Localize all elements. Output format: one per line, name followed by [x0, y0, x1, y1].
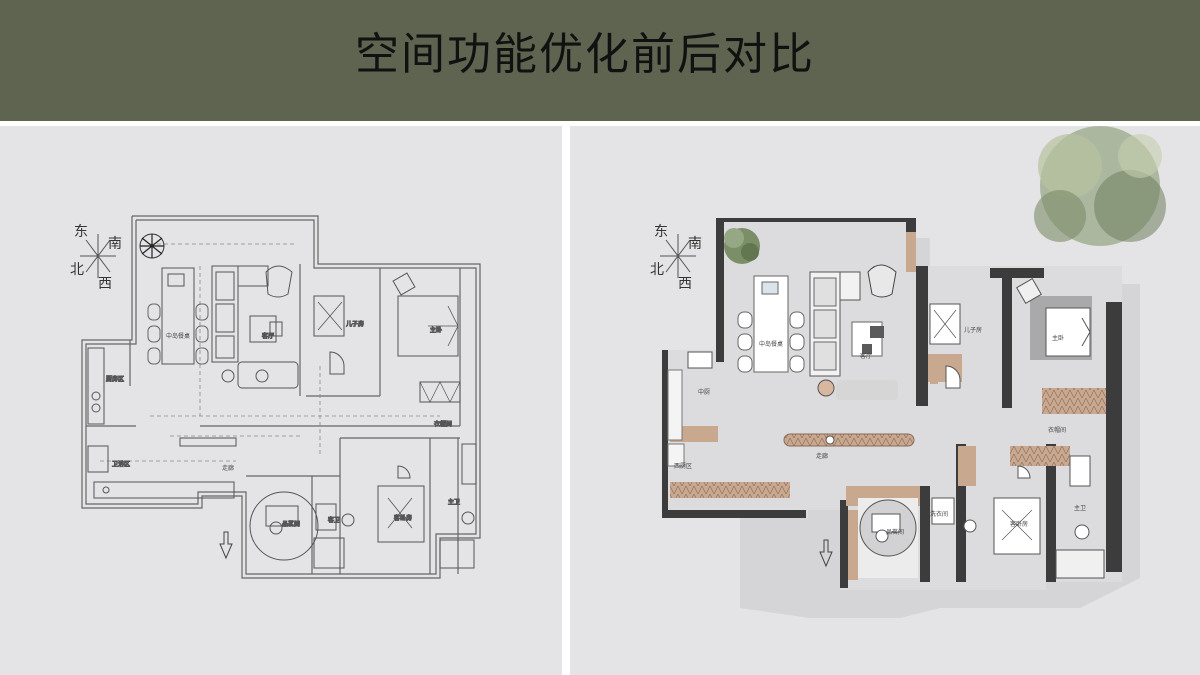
compass-west: 西: [98, 276, 112, 292]
compass-east: 东: [654, 224, 668, 240]
tearoom: 品茗间: [249, 491, 319, 561]
room-label-bath: 卫浴区: [112, 460, 130, 468]
room-label-laundry: 洗衣间: [930, 510, 948, 518]
living-sofa: 客厅: [211, 265, 299, 389]
compass: 东 南 北 西: [650, 224, 702, 292]
room-label-master-bath: 主卫: [1074, 504, 1086, 512]
room-label-guest: 客卧房: [1010, 520, 1028, 528]
room-label-kitchen: 厨房区: [106, 375, 124, 383]
room-label-corridor: 走廊: [222, 464, 234, 472]
kitchen: 中厨 西厨区: [667, 351, 713, 470]
circulation-lines: [100, 243, 440, 462]
plant-icon: [139, 233, 165, 259]
tearoom: 品茗间: [858, 498, 918, 578]
compass: 东 南 北 西: [70, 224, 122, 292]
laundry: 洗衣间: [930, 497, 977, 533]
after-floor-plan: 东 南 北 西: [650, 126, 1166, 618]
room-label-kitchen: 中厨: [698, 388, 710, 396]
kitchen: 厨房区 卫浴区: [87, 347, 235, 499]
compass-north: 北: [70, 262, 84, 278]
before-plan-panel: 东 南 北 西: [0, 126, 562, 675]
guest-room: 客卧房 客卫: [313, 465, 425, 569]
walls: [662, 218, 1122, 588]
room-label-dining: 中岛餐桌: [759, 340, 783, 348]
entrance-arrow-icon: [219, 531, 233, 560]
dining-island: 中岛餐桌: [737, 275, 805, 373]
room-label-living: 客厅: [860, 352, 872, 360]
room-label-tearoom: 品茗间: [282, 520, 300, 528]
header-bar: [0, 0, 1200, 121]
room-label-west-kitchen: 西厨区: [674, 463, 692, 470]
kids-room: 儿子房: [313, 295, 365, 375]
room-label-kids: 儿子房: [964, 326, 982, 334]
master-bedroom: 主卧 衣帽间: [392, 272, 461, 429]
master-bath: 主卫: [439, 443, 477, 569]
tree-illustration: [1034, 126, 1166, 246]
compass-west: 西: [678, 276, 692, 292]
corridor: 走廊: [783, 433, 915, 460]
compass-south: 南: [108, 236, 122, 252]
compass-south: 南: [688, 236, 702, 252]
plant-icon: [724, 228, 760, 264]
master-bedroom: 主卧 衣帽间: [1016, 278, 1092, 434]
room-label-kids: 儿子房: [346, 320, 364, 328]
guest-room: 客卧房: [993, 465, 1041, 555]
page-title: 空间功能优化前后对比: [355, 29, 815, 80]
after-plan-panel: 东 南 北 西: [570, 126, 1200, 675]
room-label-living: 客厅: [262, 332, 274, 340]
entrance-arrow-icon: [819, 539, 833, 568]
living-sofa: 客厅: [809, 264, 898, 400]
kids-room: 儿子房: [929, 303, 982, 389]
room-label-cloakroom: 衣帽间: [1048, 426, 1066, 434]
room-label-guest: 客卧房: [394, 514, 412, 522]
room-label-cloakroom: 衣帽间: [434, 420, 452, 428]
room-label-master-bath: 主卫: [448, 498, 460, 506]
wood-cabinets: [670, 232, 1106, 580]
compass-east: 东: [74, 224, 88, 240]
room-label-bathroom: 客卫: [328, 516, 340, 524]
room-label-dining: 中岛餐桌: [166, 332, 190, 340]
before-floor-plan: 东 南 北 西: [70, 215, 481, 579]
dining-island: 中岛餐桌: [147, 267, 209, 365]
room-label-tearoom: 品茗间: [886, 528, 904, 536]
compass-north: 北: [650, 262, 664, 278]
master-bath: 主卫: [1055, 455, 1105, 579]
room-label-corridor: 走廊: [816, 452, 828, 460]
room-label-master: 主卧: [430, 326, 442, 334]
corridor: 走廊: [179, 437, 237, 472]
room-label-master: 主卧: [1052, 334, 1064, 342]
